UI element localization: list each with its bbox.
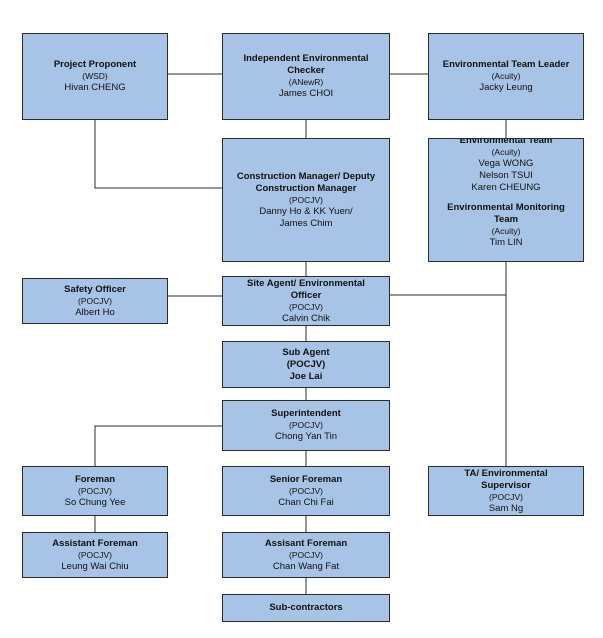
sub-contractors-title: Sub-contractors	[269, 602, 343, 613]
env-monitoring-team-title: Environmental Monitoring Team	[447, 202, 565, 225]
site-agent-box: Site Agent/ Environmental Officer (POCJV…	[222, 276, 390, 326]
construction-manager-org: (POCJV)	[289, 194, 323, 205]
assistant-foreman-mid-org: (POCJV)	[289, 549, 323, 560]
iec-box: Independent Environmental Checker (ANewR…	[222, 33, 390, 120]
sub-agent-org: (POCJV)	[286, 358, 326, 370]
ta-env-supervisor-box: TA/ Environmental Supervisor (POCJV) Sam…	[428, 466, 584, 516]
iec-org: (ANewR)	[288, 77, 324, 87]
construction-manager-name-1: Danny Ho & KK Yuen/	[259, 205, 353, 217]
ta-env-supervisor-org: (POCJV)	[489, 491, 523, 502]
superintendent-name: Chong Yan Tin	[275, 431, 337, 442]
connector-proponent-cm	[94, 120, 222, 189]
sub-agent-title: Sub Agent	[282, 346, 330, 358]
assistant-foreman-left-name: Leung Wai Chiu	[61, 560, 129, 572]
site-agent-org: (POCJV)	[289, 301, 323, 312]
env-team-org: (Acuity)	[491, 147, 521, 157]
ta-env-supervisor-title: TA/ Environmental Supervisor	[464, 467, 548, 491]
senior-foreman-box: Senior Foreman (POCJV) Chan Chi Fai	[222, 466, 390, 516]
foreman-org: (POCJV)	[78, 485, 112, 496]
safety-officer-name: Albert Ho	[75, 306, 115, 318]
connector-super-foreman	[94, 425, 222, 466]
env-team-title: Environmental Team	[459, 138, 553, 146]
assistant-foreman-left-org: (POCJV)	[78, 549, 112, 560]
superintendent-title: Superintendent	[271, 408, 341, 419]
env-monitoring-team-org: (Acuity)	[491, 226, 521, 236]
construction-manager-name-2: James Chim	[279, 217, 333, 229]
senior-foreman-name: Chan Chi Fai	[278, 496, 334, 508]
sub-agent-name: Joe Lai	[289, 370, 323, 382]
project-proponent-name: Hivan CHENG	[64, 82, 126, 93]
senior-foreman-org: (POCJV)	[289, 485, 323, 496]
senior-foreman-title: Senior Foreman	[269, 473, 343, 485]
env-team-leader-name: Jacky Leung	[479, 82, 533, 93]
assistant-foreman-mid-title: Assisant Foreman	[264, 537, 348, 549]
safety-officer-box: Safety Officer (POCJV) Albert Ho	[22, 278, 168, 324]
foreman-box: Foreman (POCJV) So Chung Yee	[22, 466, 168, 516]
site-agent-title: Site Agent/ Environmental Officer	[247, 277, 365, 301]
assistant-foreman-left-box: Assistant Foreman (POCJV) Leung Wai Chiu	[22, 532, 168, 578]
superintendent-org: (POCJV)	[289, 420, 323, 430]
safety-officer-org: (POCJV)	[78, 295, 112, 306]
construction-manager-box: Construction Manager/ Deputy Constructio…	[222, 138, 390, 262]
construction-manager-title: Construction Manager/ Deputy Constructio…	[236, 170, 376, 194]
env-team-member: Karen CHEUNG	[471, 182, 541, 193]
sub-contractors-box: Sub-contractors	[222, 594, 390, 622]
iec-name: James CHOI	[278, 88, 334, 99]
assistant-foreman-mid-name: Chan Wang Fat	[272, 560, 340, 572]
env-monitoring-team-name: Tim LIN	[489, 237, 523, 248]
ta-env-supervisor-name: Sam Ng	[488, 502, 524, 514]
env-team-leader-org: (Acuity)	[491, 71, 521, 81]
env-team-member: Vega WONG	[478, 158, 534, 169]
project-proponent-title: Project Proponent	[53, 59, 137, 70]
iec-title: Independent Environmental Checker	[243, 53, 369, 76]
superintendent-box: Superintendent (POCJV) Chong Yan Tin	[222, 400, 390, 451]
env-team-leader-box: Environmental Team Leader (Acuity) Jacky…	[428, 33, 584, 120]
assistant-foreman-left-title: Assistant Foreman	[52, 537, 138, 549]
project-proponent-org: (WSD)	[82, 71, 108, 81]
safety-officer-title: Safety Officer	[64, 283, 126, 295]
site-agent-name: Calvin Chik	[281, 312, 331, 324]
foreman-title: Foreman	[74, 473, 116, 485]
sub-agent-box: Sub Agent (POCJV) Joe Lai	[222, 341, 390, 388]
env-team-leader-title: Environmental Team Leader	[442, 59, 570, 70]
env-team-box: Environmental Team (Acuity) Vega WONG Ne…	[428, 138, 584, 262]
project-proponent-box: Project Proponent (WSD) Hivan CHENG	[22, 33, 168, 120]
foreman-name: So Chung Yee	[64, 496, 126, 508]
assistant-foreman-mid-box: Assisant Foreman (POCJV) Chan Wang Fat	[222, 532, 390, 578]
env-team-member: Nelson TSUI	[479, 170, 533, 181]
